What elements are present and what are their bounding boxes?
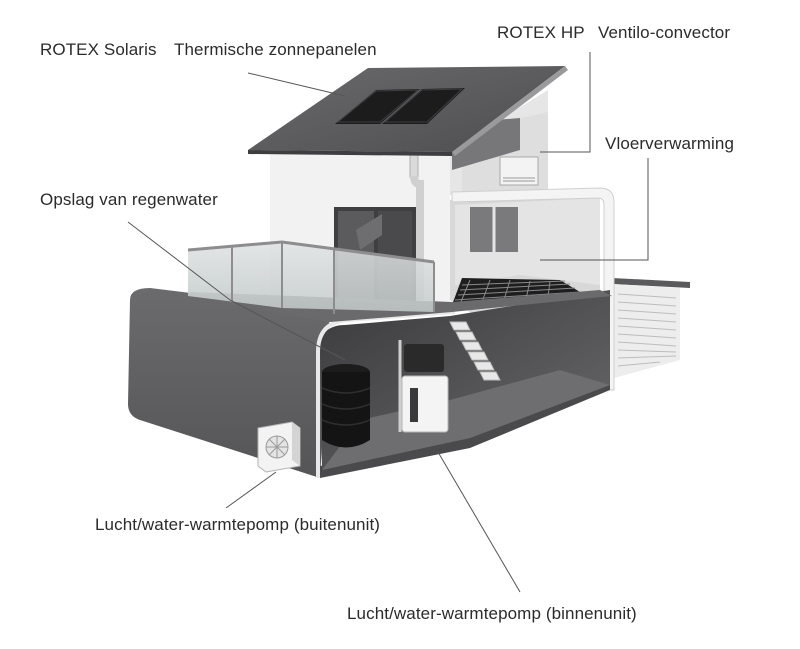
balcony-railing [187,240,435,314]
heat-pump-outdoor-unit [257,421,301,473]
label-rainwater-storage: Opslag van regenwater [40,190,218,209]
leader-lines [127,52,649,593]
rainwater-tank [321,364,371,448]
label-fan-coil: Ventilo-convector [598,23,731,42]
solar-panels [335,88,465,124]
label-floor-heating: Vloerverwarming [605,134,735,153]
label-rotex-solaris: ROTEX Solaris [40,40,157,59]
heat-pump-indoor-unit [398,340,449,433]
label-rotex-hp: ROTEX HP [497,23,585,42]
label-outdoor-unit: Lucht/water-warmtepomp (buitenunit) [95,515,381,534]
label-indoor-unit: Lucht/water-warmtepomp (binnenunit) [347,604,637,623]
label-solar-panels: Thermische zonnepanelen [174,40,377,59]
fan-coil-unit [499,156,539,186]
staircase [449,321,501,381]
floor-heating-grid [452,278,585,305]
ground-floor-base [128,288,610,478]
garage [612,278,690,378]
